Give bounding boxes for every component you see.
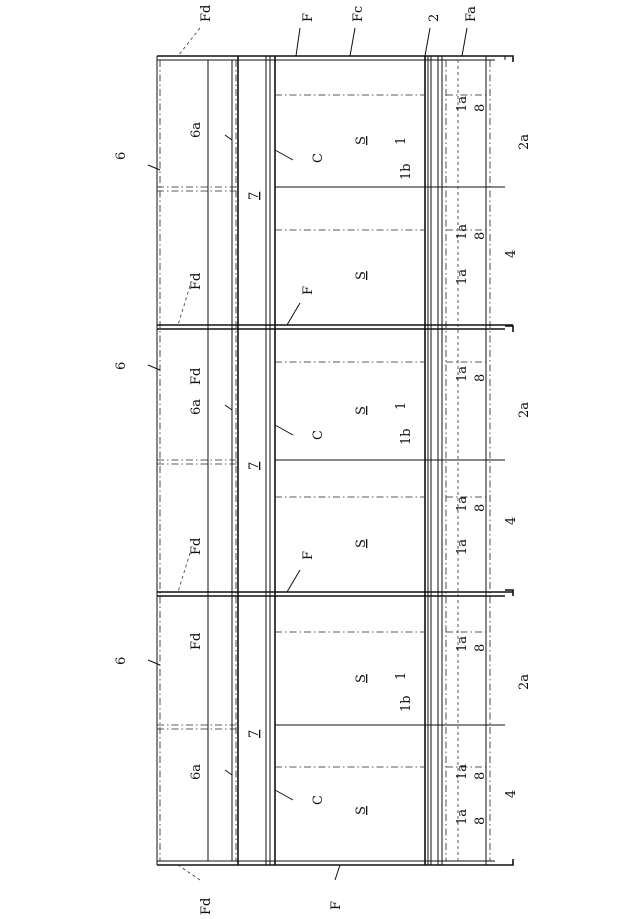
center-lines — [275, 95, 486, 767]
label-6-3: 6 — [114, 657, 129, 665]
label-1b-3: 1b — [399, 695, 414, 712]
label-4-2: 4 — [504, 517, 519, 525]
label-2a-2: 2a — [517, 402, 532, 418]
label-c-2: C — [311, 430, 326, 440]
label-fc: Fc — [351, 6, 366, 22]
label-1b-1: 1b — [399, 163, 414, 180]
label-1a-2: 1a — [455, 224, 470, 240]
label-s-4: S — [354, 539, 369, 548]
label-6a-1: 6a — [189, 122, 204, 138]
label-2a-3: 2a — [517, 674, 532, 690]
label-7-3: 7 — [247, 730, 262, 738]
label-1b-2: 1b — [399, 428, 414, 445]
label-6a-3: 6a — [189, 764, 204, 780]
label-c-1: C — [311, 153, 326, 163]
label-8-5: 8 — [473, 644, 488, 652]
label-s-6: S — [354, 806, 369, 815]
label-7-1: 7 — [247, 192, 262, 200]
label-s-5: S — [354, 674, 369, 683]
structure-lines — [157, 56, 513, 865]
label-s-3: S — [354, 406, 369, 415]
label-fd-bottom: Fd — [199, 898, 214, 915]
label-1-2: 1 — [394, 402, 409, 410]
label-1a-7: 1a — [455, 636, 470, 652]
label-f-top: F — [301, 13, 316, 22]
label-1-3: 1 — [394, 672, 409, 680]
label-2: 2 — [427, 14, 442, 22]
label-8-6: 8 — [473, 772, 488, 780]
label-1a-9: 1a — [455, 809, 470, 825]
label-fd-1: Fd — [189, 273, 204, 290]
label-7-2: 7 — [247, 462, 262, 470]
label-4-1: 4 — [504, 250, 519, 258]
label-8-3: 8 — [473, 374, 488, 382]
label-8-7: 8 — [473, 817, 488, 825]
label-1a-1: 1a — [455, 96, 470, 112]
label-1a-3: 1a — [455, 269, 470, 285]
label-c-3: C — [311, 795, 326, 805]
label-fd-2: Fd — [189, 368, 204, 385]
label-6a-2: 6a — [189, 399, 204, 415]
label-6-1: 6 — [114, 152, 129, 160]
label-fd-top: Fd — [199, 5, 214, 22]
label-s-2: S — [354, 271, 369, 280]
label-2a-1: 2a — [517, 134, 532, 150]
label-f-3: F — [301, 551, 316, 560]
label-8-2: 8 — [473, 232, 488, 240]
label-fd-3: Fd — [189, 538, 204, 555]
label-f-bottom: F — [329, 901, 344, 910]
label-8-4: 8 — [473, 504, 488, 512]
label-fa: Fa — [464, 6, 479, 22]
label-1a-6: 1a — [455, 539, 470, 555]
label-4-3: 4 — [504, 790, 519, 798]
label-1a-4: 1a — [455, 366, 470, 382]
label-1a-8: 1a — [455, 764, 470, 780]
label-6-2: 6 — [114, 362, 129, 370]
label-fd-4: Fd — [189, 633, 204, 650]
label-8-1: 8 — [473, 104, 488, 112]
label-1-1: 1 — [394, 137, 409, 145]
label-1a-5: 1a — [455, 496, 470, 512]
label-s-1: S — [354, 136, 369, 145]
leader-lines — [148, 28, 467, 880]
label-f-2: F — [301, 286, 316, 295]
